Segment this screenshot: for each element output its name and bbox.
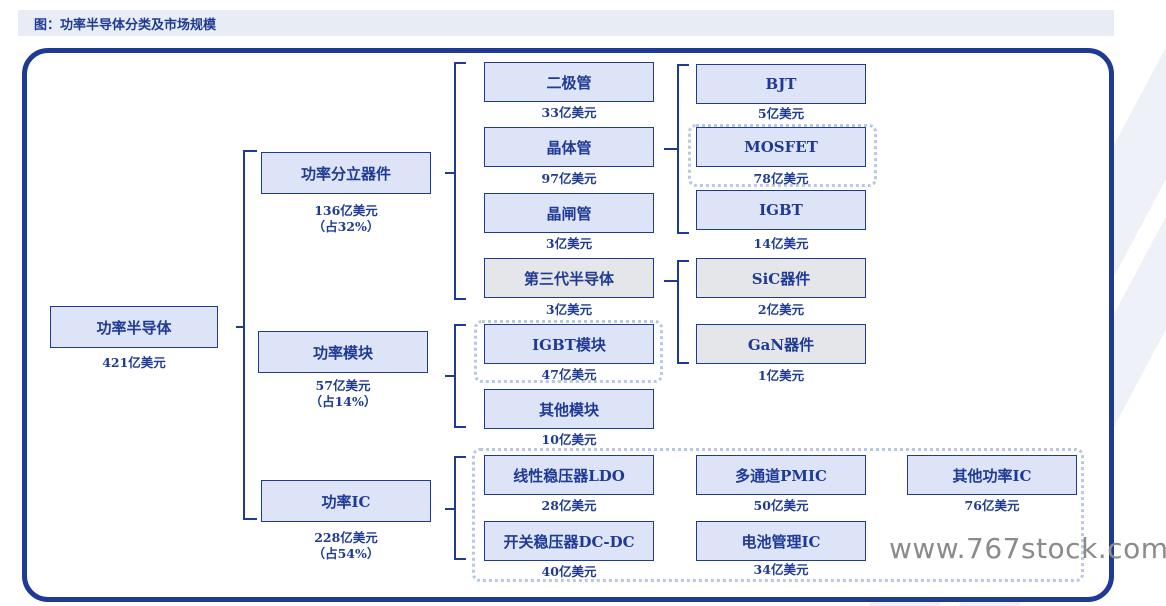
- node-value: 421亿美元: [102, 355, 166, 370]
- node-sic-device: SiC器件: [696, 258, 866, 298]
- connector-line: [454, 558, 466, 560]
- node-other-power-ic: 其他功率IC: [907, 455, 1077, 495]
- node-label: 线性稳压器LDO: [513, 466, 625, 485]
- connector-line: [454, 298, 466, 300]
- node-label: 开关稳压器DC-DC: [503, 532, 635, 551]
- connector-line: [454, 456, 456, 560]
- connector-line: [454, 62, 456, 300]
- connector-line: [677, 64, 689, 66]
- node-discrete-devices: 功率分立器件: [261, 152, 431, 194]
- node-label: 功率IC: [321, 492, 371, 511]
- node-value: 2亿美元: [757, 302, 805, 317]
- node-label: 电池管理IC: [741, 532, 821, 551]
- node-gan-device: GaN器件: [696, 324, 866, 364]
- node-power-modules: 功率模块: [258, 331, 428, 373]
- node-thyristor: 晶闸管: [484, 193, 654, 233]
- node-value: 78亿美元: [753, 171, 809, 186]
- node-ldo: 线性稳压器LDO: [484, 455, 654, 495]
- connector-line: [243, 150, 257, 152]
- mosfet-highlight: [688, 124, 877, 187]
- node-label: 晶体管: [546, 138, 592, 157]
- node-value: 97亿美元: [541, 171, 597, 186]
- connector-line: [677, 64, 679, 234]
- node-value: 3亿美元: [545, 236, 593, 251]
- node-value: 228亿美元 （占54%）: [312, 530, 380, 561]
- node-value: 136亿美元 （占32%）: [312, 203, 380, 234]
- connector-line: [243, 150, 245, 520]
- node-igbt: IGBT: [696, 190, 866, 230]
- node-label: BJT: [765, 75, 797, 93]
- node-value: 57亿美元 （占14%）: [309, 378, 377, 409]
- node-third-gen-semiconductor: 第三代半导体: [484, 258, 654, 298]
- node-value: 34亿美元: [753, 562, 809, 577]
- node-label: 其他模块: [538, 400, 599, 419]
- watermark: www.767stock.com: [889, 532, 1166, 565]
- connector-line: [664, 148, 678, 150]
- node-power-ic: 功率IC: [261, 480, 431, 522]
- node-value: 47亿美元: [541, 367, 597, 382]
- node-label: 二极管: [546, 73, 592, 92]
- node-power-semiconductor: 功率半导体: [50, 306, 218, 348]
- node-label: IGBT: [759, 201, 803, 219]
- node-label: 多通道PMIC: [735, 466, 827, 485]
- node-other-modules: 其他模块: [484, 389, 654, 429]
- node-label: 其他功率IC: [952, 466, 1032, 485]
- connector-line: [677, 362, 689, 364]
- node-label: 功率分立器件: [300, 164, 391, 183]
- node-transistor: 晶体管: [484, 127, 654, 167]
- node-battery-management-ic: 电池管理IC: [696, 521, 866, 561]
- node-label: MOSFET: [744, 138, 818, 156]
- node-diode: 二极管: [484, 62, 654, 102]
- connector-line: [445, 375, 455, 377]
- node-value: 14亿美元: [753, 236, 809, 251]
- node-dcdc: 开关稳压器DC-DC: [484, 521, 654, 561]
- node-value: 40亿美元: [541, 564, 597, 579]
- node-value: 28亿美元: [541, 498, 597, 513]
- connector-line: [454, 324, 466, 326]
- node-label: IGBT模块: [532, 335, 606, 354]
- node-label: GaN器件: [747, 335, 815, 354]
- node-label: SiC器件: [751, 269, 811, 288]
- connector-line: [243, 518, 257, 520]
- node-value: 76亿美元: [964, 498, 1020, 513]
- node-value: 10亿美元: [541, 432, 597, 447]
- connector-line: [664, 280, 678, 282]
- connector-line: [236, 326, 244, 328]
- connector-line: [454, 324, 456, 428]
- node-label: 第三代半导体: [523, 269, 614, 288]
- connector-line: [677, 260, 689, 262]
- node-value: 33亿美元: [541, 105, 597, 120]
- power-ic-highlight: [472, 448, 1084, 582]
- node-igbt-module: IGBT模块: [484, 324, 654, 364]
- node-mosfet: MOSFET: [696, 127, 866, 167]
- node-label: 功率半导体: [96, 318, 172, 337]
- igbt-module-highlight: [474, 320, 663, 383]
- connector-line: [454, 62, 466, 64]
- node-value: 1亿美元: [757, 368, 805, 383]
- connector-line: [445, 508, 455, 510]
- connector-line: [454, 456, 466, 458]
- connector-line: [445, 172, 455, 174]
- node-value: 5亿美元: [757, 106, 805, 121]
- node-label: 功率模块: [312, 343, 373, 362]
- node-value: 3亿美元: [545, 302, 593, 317]
- title-bar: 图：功率半导体分类及市场规模: [18, 10, 1114, 36]
- connector-line: [677, 232, 689, 234]
- page-title: 图：功率半导体分类及市场规模: [34, 18, 217, 33]
- node-bjt: BJT: [696, 64, 866, 104]
- node-value: 50亿美元: [753, 498, 809, 513]
- node-pmic: 多通道PMIC: [696, 455, 866, 495]
- connector-line: [454, 426, 466, 428]
- connector-line: [677, 260, 679, 364]
- node-label: 晶闸管: [546, 204, 592, 223]
